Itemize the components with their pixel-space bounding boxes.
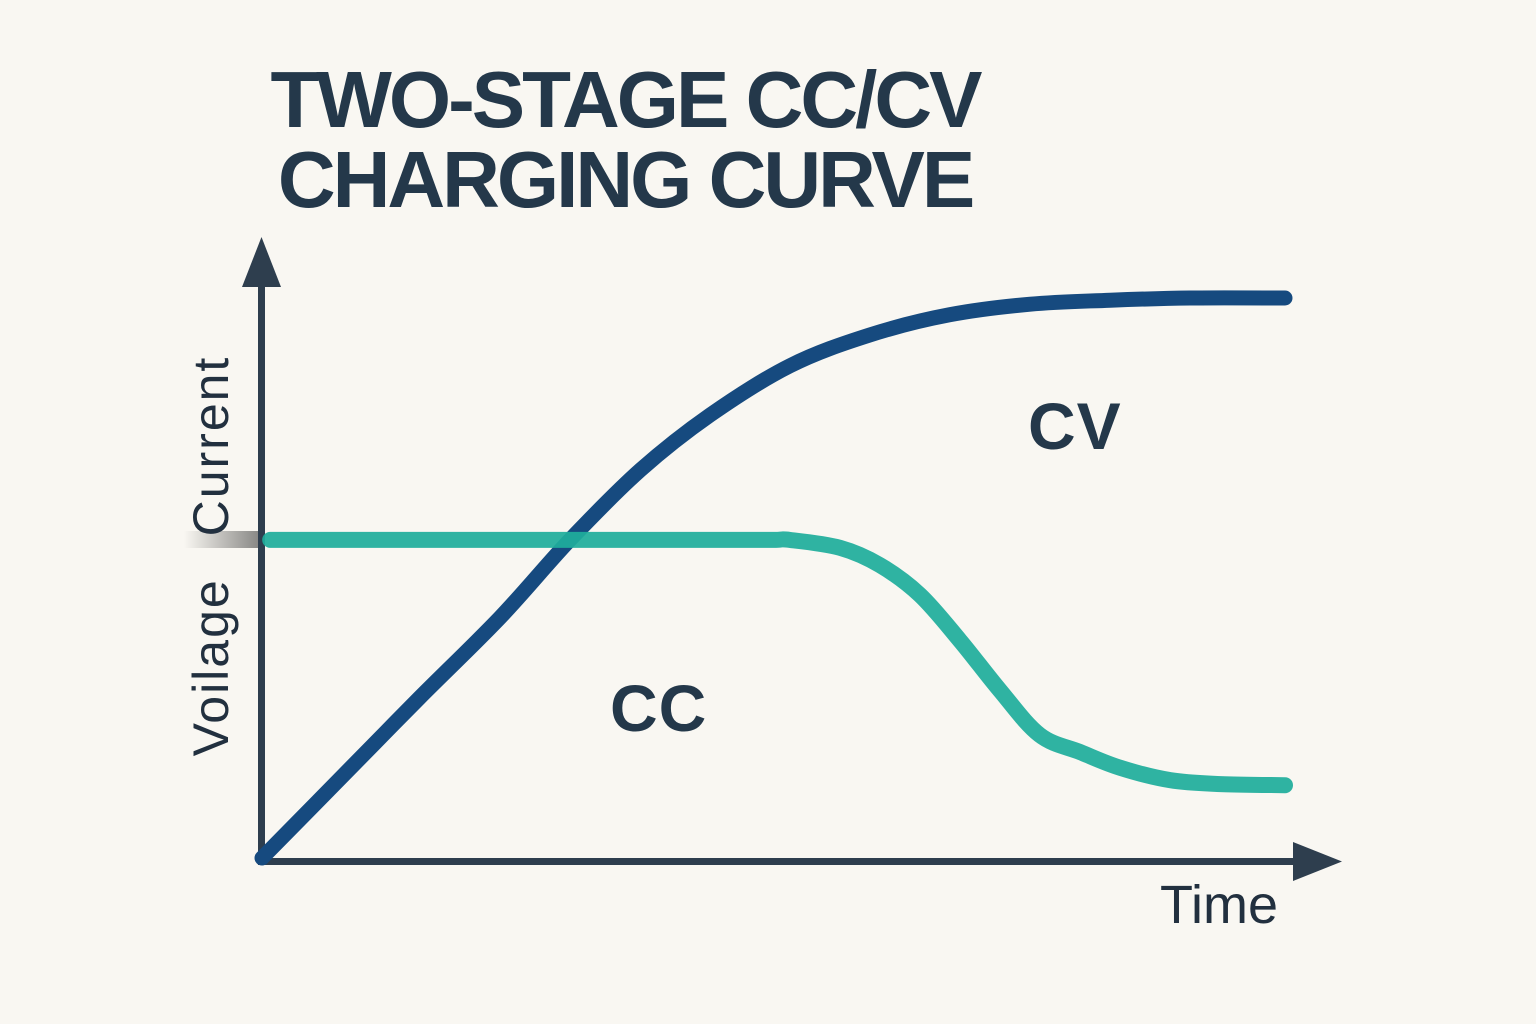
current-curve xyxy=(262,531,1293,794)
chart-title-line-1: TWO-STAGE CC/CV xyxy=(270,55,982,144)
chart-title-line-2: CHARGING CURVE xyxy=(277,135,975,224)
x-axis-arrowhead-icon xyxy=(1293,842,1342,881)
voltage-curve xyxy=(254,290,1293,866)
current-level-tick-gradient xyxy=(184,531,258,548)
cv-stage-label: CV xyxy=(1028,389,1122,463)
chart-title: TWO-STAGE CC/CV CHARGING CURVE xyxy=(150,60,1100,220)
x-axis-label: Time xyxy=(1160,875,1278,935)
cc-stage-label: CC xyxy=(610,671,708,745)
y-axis-label: Voilage Current xyxy=(183,355,239,757)
y-axis-arrowhead-icon xyxy=(242,237,281,287)
